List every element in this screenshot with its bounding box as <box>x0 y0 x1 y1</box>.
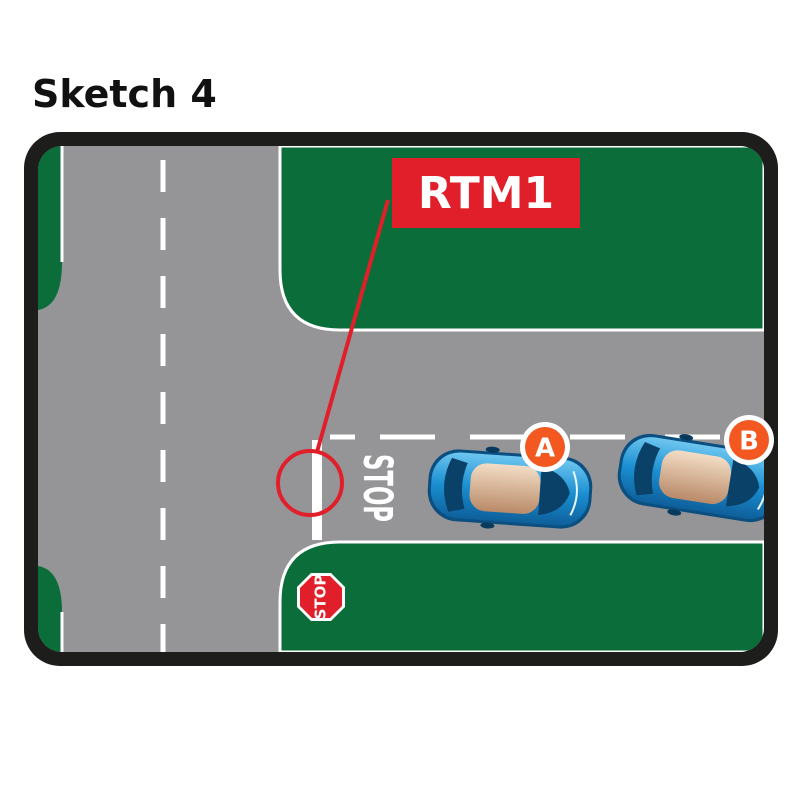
stop-sign-text: STOP <box>312 575 330 620</box>
stop-road-marking: STOP <box>354 454 400 522</box>
rtm1-callout: RTM1 <box>392 158 580 228</box>
stop-sign: STOP <box>297 573 345 621</box>
badge-b-label: B <box>739 427 759 457</box>
badge-b: B <box>724 415 774 465</box>
sketch-title: Sketch 4 <box>32 72 217 116</box>
badge-a-label: A <box>535 434 555 464</box>
callout-circle <box>276 449 344 517</box>
callout-leader <box>315 199 390 453</box>
rtm1-label: RTM1 <box>418 168 554 219</box>
stop-line <box>312 440 322 540</box>
badge-a: A <box>520 422 570 472</box>
